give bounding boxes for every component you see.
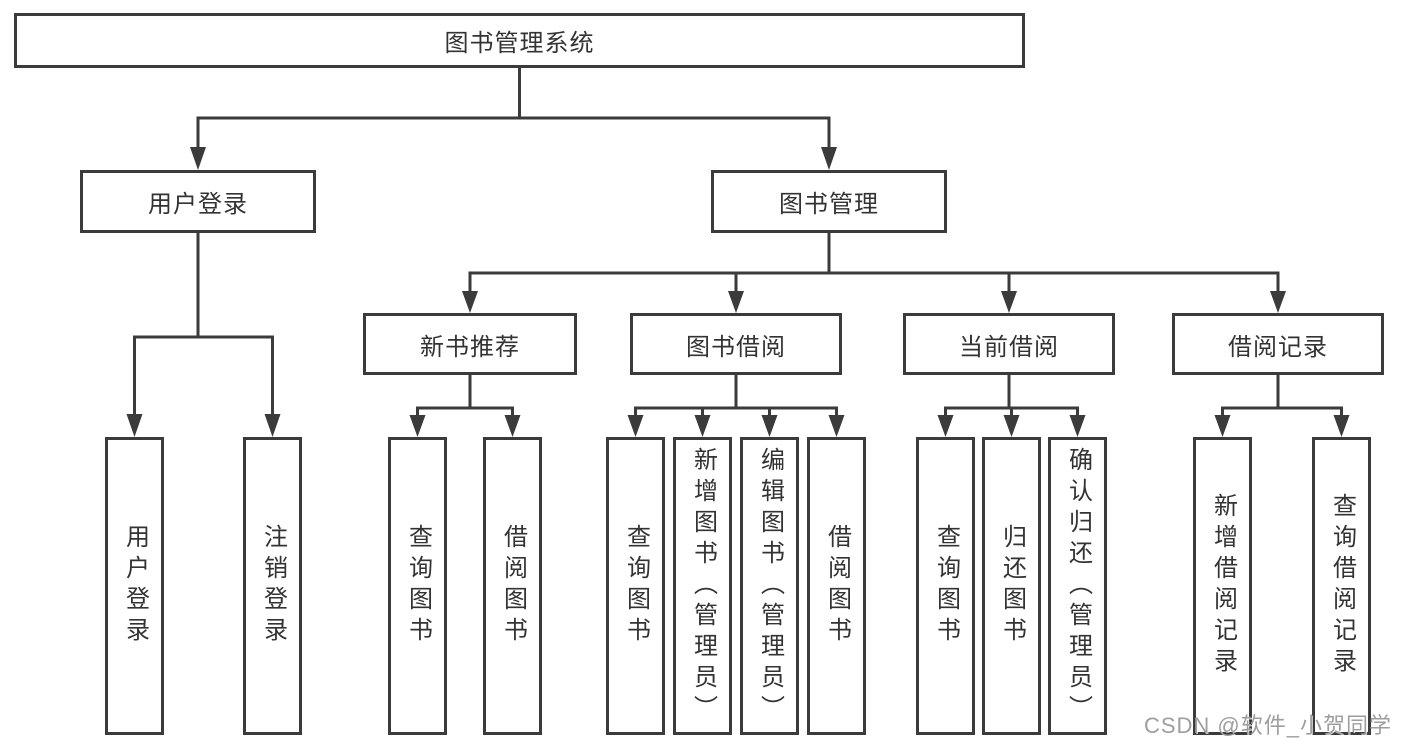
node-label: 注销登录 [259, 524, 287, 648]
node-leaf-return-books: 归还图书 [982, 437, 1041, 735]
node-label: 图书管理系统 [444, 30, 595, 57]
node-book-management-branch: 图书管理 [711, 170, 947, 233]
node-label: 新增借阅记录 [1209, 493, 1237, 679]
node-label: 确认归还（管理员） [1064, 446, 1092, 726]
node-label: 编辑图书（管理员） [756, 446, 784, 726]
node-leaf-query-books-current: 查询图书 [916, 437, 975, 735]
csdn-watermark: CSDN @软件_小贺同学 [1143, 713, 1392, 738]
node-leaf-add-borrow-record: 新增借阅记录 [1193, 437, 1252, 735]
node-module-new-book-recommend: 新书推荐 [363, 313, 577, 375]
node-module-book-borrow: 图书借阅 [630, 313, 842, 375]
node-label: 新增图书（管理员） [689, 446, 717, 726]
node-leaf-edit-books-admin: 编辑图书（管理员） [740, 437, 799, 735]
node-label: 当前借阅 [959, 333, 1059, 361]
node-label: 借阅图书 [499, 524, 527, 648]
node-leaf-query-borrow-record: 查询借阅记录 [1312, 437, 1371, 735]
node-label: 用户登录 [121, 524, 149, 648]
node-leaf-add-books-admin: 新增图书（管理员） [673, 437, 732, 735]
node-label: 图书借阅 [686, 333, 786, 361]
node-label: 归还图书 [998, 524, 1026, 648]
node-leaf-borrow-books-recommend: 借阅图书 [483, 437, 542, 735]
node-leaf-user-login: 用户登录 [105, 437, 164, 735]
node-leaf-borrow-books: 借阅图书 [807, 437, 866, 735]
node-label: 查询图书 [932, 524, 960, 648]
node-label: 新书推荐 [420, 333, 520, 361]
node-label: 借阅图书 [823, 524, 851, 648]
node-system-root: 图书管理系统 [14, 13, 1025, 68]
node-module-current-borrow: 当前借阅 [903, 313, 1115, 375]
node-module-borrow-records: 借阅记录 [1172, 313, 1384, 375]
node-label: 借阅记录 [1228, 333, 1328, 361]
node-label: 查询图书 [404, 524, 432, 648]
node-label: 查询借阅记录 [1328, 493, 1356, 679]
node-label: 图书管理 [779, 191, 879, 218]
node-label: 查询图书 [622, 524, 650, 648]
node-label: 用户登录 [148, 191, 248, 218]
node-user-login-branch: 用户登录 [80, 170, 316, 233]
node-leaf-query-books-borrow: 查询图书 [606, 437, 665, 735]
node-leaf-query-books-recommend: 查询图书 [388, 437, 447, 735]
node-leaf-logout: 注销登录 [243, 437, 302, 735]
node-leaf-confirm-return-admin: 确认归还（管理员） [1048, 437, 1107, 735]
